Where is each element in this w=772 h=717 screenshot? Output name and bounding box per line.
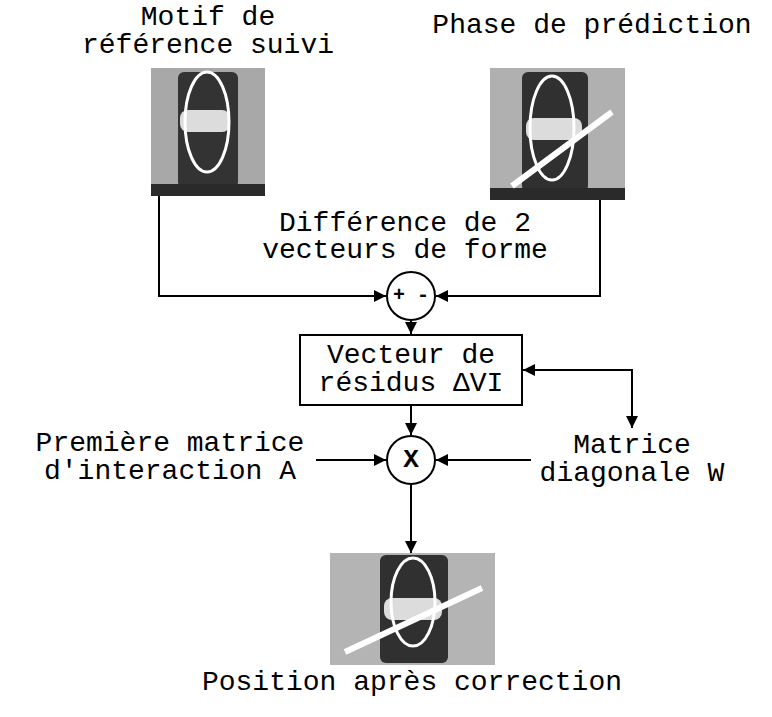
photo-ground [151, 68, 265, 196]
reference-photo [151, 68, 265, 196]
photo-ground [490, 68, 625, 200]
node-text: Matrice diagonale W [537, 432, 727, 488]
photo-node: Phase de prédiction [427, 12, 757, 200]
photo-frame [490, 68, 625, 200]
photo-frame [151, 68, 265, 196]
flow-arrow [436, 200, 600, 296]
orientation-line [512, 112, 612, 186]
photo-caption: Position après correction [192, 669, 632, 697]
step-label: Différence de 2 vecteurs de forme [255, 210, 555, 264]
photo-caption: Phase de prédiction [427, 12, 757, 40]
flow-arrow [410, 406, 412, 435]
operator-symbol: + - [393, 286, 429, 306]
sum-circle: + - [386, 271, 436, 321]
orientation-line [345, 588, 482, 652]
photo-ground [330, 553, 495, 665]
corrected-photo [330, 553, 495, 665]
matrix-label-node: Première matrice d'interaction A [30, 430, 310, 486]
photo-caption: Motif de référence suivi [78, 4, 338, 60]
product-circle: X [386, 435, 436, 485]
operator-symbol: X [403, 447, 419, 473]
can-body [178, 72, 238, 188]
can-logo [180, 110, 230, 132]
flow-arrow [410, 321, 412, 334]
flow-arrow [436, 459, 531, 461]
tracking-ellipse [391, 558, 435, 646]
flow-arrow [410, 485, 412, 553]
photo-node: Motif de référence suivi [78, 4, 338, 196]
flow-arrow [316, 459, 386, 461]
photo-frame [330, 553, 495, 665]
prediction-photo [490, 68, 625, 200]
node-text: Vecteur de résidus ΔVI [311, 342, 511, 398]
can-base [151, 184, 265, 196]
flow-arrow [159, 196, 386, 296]
flow-arrow [523, 370, 632, 428]
tracking-ellipse [185, 72, 229, 172]
can-base [490, 188, 625, 200]
photo-node: Position après correction [192, 553, 632, 703]
process-box: Vecteur de résidus ΔVI [299, 334, 523, 406]
node-text: Première matrice d'interaction A [30, 430, 310, 486]
matrix-label-node: Matrice diagonale W [537, 432, 727, 488]
